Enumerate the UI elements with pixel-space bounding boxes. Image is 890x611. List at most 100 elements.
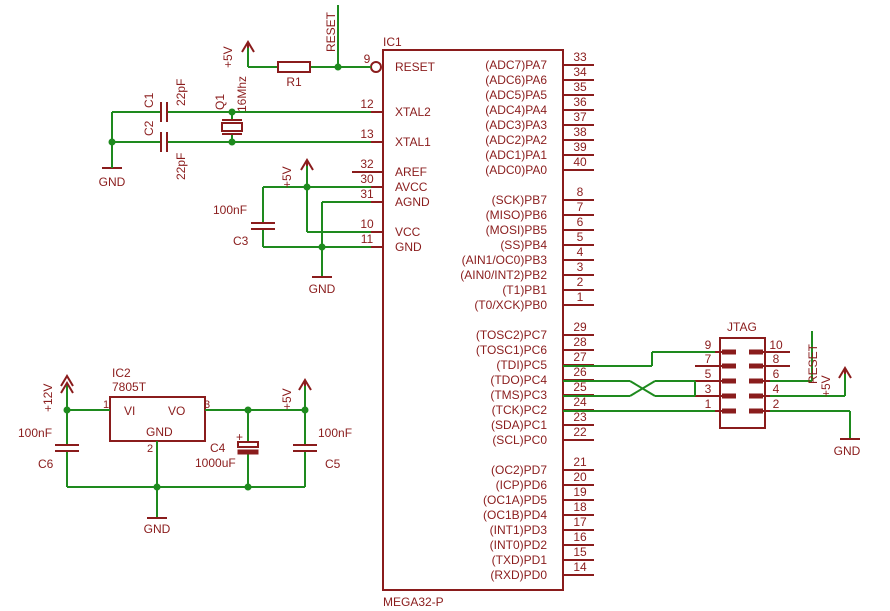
c5-value: 100nF [318,426,352,440]
ic1-pin-21: 21(OC2)PD7 [491,455,594,477]
ic1-pin-number: 29 [573,320,587,334]
ic1-pin-label: (ADC6)PA6 [485,73,547,87]
ic2-pin-gnd: GND [146,425,173,439]
ic1-pin-label: (SDA)PC1 [491,418,547,432]
ic2-value: 7805T [112,380,147,394]
ic1-pin-number: 1 [577,290,584,304]
ic1-body [382,49,564,591]
ic1-pin-number: 4 [577,245,584,259]
ic1-pin-number: 9 [364,52,371,66]
ic1-pin-label: (RXD)PD0 [490,568,547,582]
ic1-name: IC1 [383,35,402,49]
c1-name: C1 [142,92,156,108]
ic1-pin-number: 11 [361,232,374,246]
ic2-name: IC2 [112,366,131,380]
ic1-pin-label: (TOSC1)PC6 [476,343,547,357]
c2-value: 22pF [174,153,188,180]
ic1-pin-37: 37 (ADC3)PA3 [485,110,594,132]
supply-5v-label-reset: +5V [221,46,235,68]
ic1-pin-label: (TOSC2)PC7 [476,328,547,342]
ic1-pin-15: 15(TXD)PD1 [492,545,594,567]
r1-resistor [277,61,311,73]
ic1-pin-label: (MOSI)PB5 [486,223,548,237]
reset-net-label: RESET [324,11,338,52]
q1-value: 16Mhz [235,76,249,112]
ic1-pin-6: 6 (MOSI)PB5 [486,215,594,237]
jtag-pin-number: 3 [705,382,712,396]
ic2-pin-vi: VI [124,404,135,418]
supply-5v-label-avcc: +5V [280,166,294,188]
ic1-pin-number: 18 [573,500,587,514]
ic1-pin-label: (ADC4)PA4 [485,103,547,117]
ic1-pin-16: 16(INT0)PD2 [490,530,594,552]
ic1-pin-number: 24 [573,395,587,409]
ic1-pin-label: (ADC0)PA0 [485,163,547,177]
ic1-pin-number: 40 [573,155,587,169]
ic1-pin-number: 33 [573,50,587,64]
jtag-name: JTAG [727,320,757,334]
ic1-pin-label: (ADC2)PA2 [485,133,547,147]
ic1-pin-label: RESET [395,60,436,74]
gnd-label-jtag: GND [834,444,861,458]
reset-junction [334,63,342,71]
ic1-pin-label: (ADC7)PA7 [485,58,547,72]
c3-value: 100nF [213,203,247,217]
ic1-pin-number: 34 [573,65,587,79]
ic1-pin-29: 29 (TOSC2)PC7 [476,320,594,342]
ic1-pin-number: 39 [573,140,587,154]
ic1-pin-2: 2(T1)PB1 [502,275,594,297]
ic1-pin-18: 18(OC1B)PD4 [483,500,594,522]
ic1-pin-label: GND [395,240,422,254]
jtag-pin-5: 5 [695,367,736,384]
ic1-pin-35: 35(ADC5)PA5 [485,80,594,102]
gnd-label-reg: GND [144,522,171,536]
jtag-connector-body [719,337,766,429]
ic1-pin-28: 28(TOSC1)PC6 [476,335,594,357]
ic2-pin3-num: 3 [204,399,210,411]
ic1-pin-label: (ADC3)PA3 [485,118,547,132]
ic1-pin-36: 36(ADC4)PA4 [485,95,594,117]
ic1-pin-number: 38 [573,125,587,139]
ic1-pin-label: (OC2)PD7 [491,463,547,477]
ic1-pin-19: 19(OC1A)PD5 [483,485,594,507]
gnd-label-crystal: GND [99,175,126,189]
ic1-pin-38: 38 (ADC2)PA2 [485,125,594,147]
ic1-pin-number: 3 [577,260,584,274]
q1-name: Q1 [213,94,227,110]
ic1-pin-number: 31 [360,187,374,201]
ic1-pin-17: 17(INT1)PD3 [490,515,594,537]
ic1-pin-23: 23(SDA)PC1 [491,410,594,432]
ic1-pin-1: 1 (T0/XCK)PB0 [474,290,594,312]
ic1-pin-20: 20(ICP)PD6 [496,470,594,492]
ic2-pin1-num: 1 [103,399,109,411]
ic1-pin-label: (TCK)PC2 [492,403,548,417]
ic1-pin-number: 15 [573,545,587,559]
ic1-left-pins: 9RESET12XTAL213XTAL132AREF30AVCC31AGND10… [352,52,436,254]
ic2-pin2-num: 2 [147,443,153,455]
ic1-pin-number: 30 [360,172,374,186]
ic1-pin-number: 6 [577,215,584,229]
ic1-pin-label: (AIN0/INT2)PB2 [460,268,547,282]
ic1-pin-number: 12 [360,97,374,111]
ic1-pin-number: 22 [573,425,587,439]
ic1-pin-label: (ADC5)PA5 [485,88,547,102]
ic1-pin-number: 37 [573,110,587,124]
jtag-pin-number: 9 [705,338,712,352]
ic1-pin-number: 10 [360,217,374,231]
reset-inversion-bubble [370,61,382,73]
ic1-pin-number: 25 [573,380,587,394]
ic1-pin-label: (T0/XCK)PB0 [474,298,547,312]
c4-polarity: + [236,430,243,444]
ic1-pin-label: (AIN1/OC0)PB3 [462,253,548,267]
ic1-pin-label: (INT0)PD2 [490,538,548,552]
ic1-pin-24: 24 (TCK)PC2 [492,395,594,417]
ic1-pin-label: (TDI)PC5 [496,358,547,372]
supply-5v-label-jtag: +5V [819,375,833,397]
ic1-pin-22: 22(SCL)PC0 [492,425,594,447]
jtag-pin-3: 3 [695,382,736,399]
